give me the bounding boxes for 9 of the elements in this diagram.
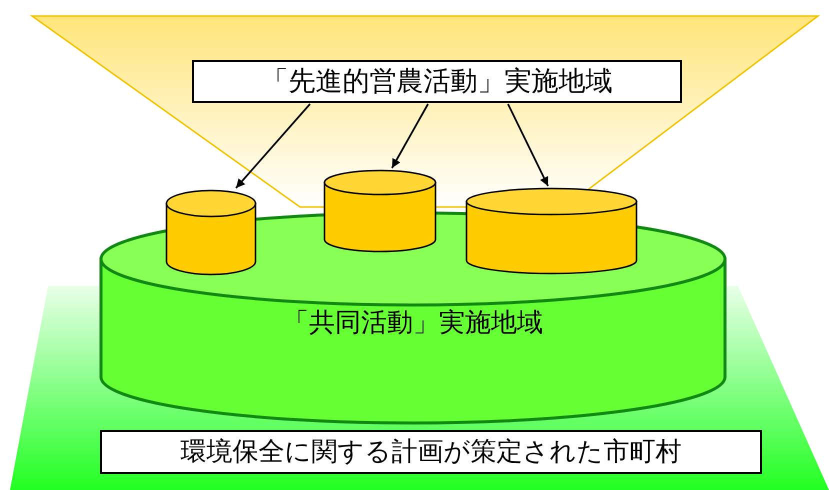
arrow [507,104,549,186]
region-label: 「共同活動」実施地域 [283,310,543,336]
arrow [235,103,311,189]
cylinder [323,169,437,253]
label-box: 環境保全に関する計画が策定された市町村 [100,430,762,474]
callout-box: 「先進的営農活動」実施地域 [192,60,682,103]
cylinder [465,187,638,275]
cylinder [165,189,257,276]
arrow [391,104,429,168]
